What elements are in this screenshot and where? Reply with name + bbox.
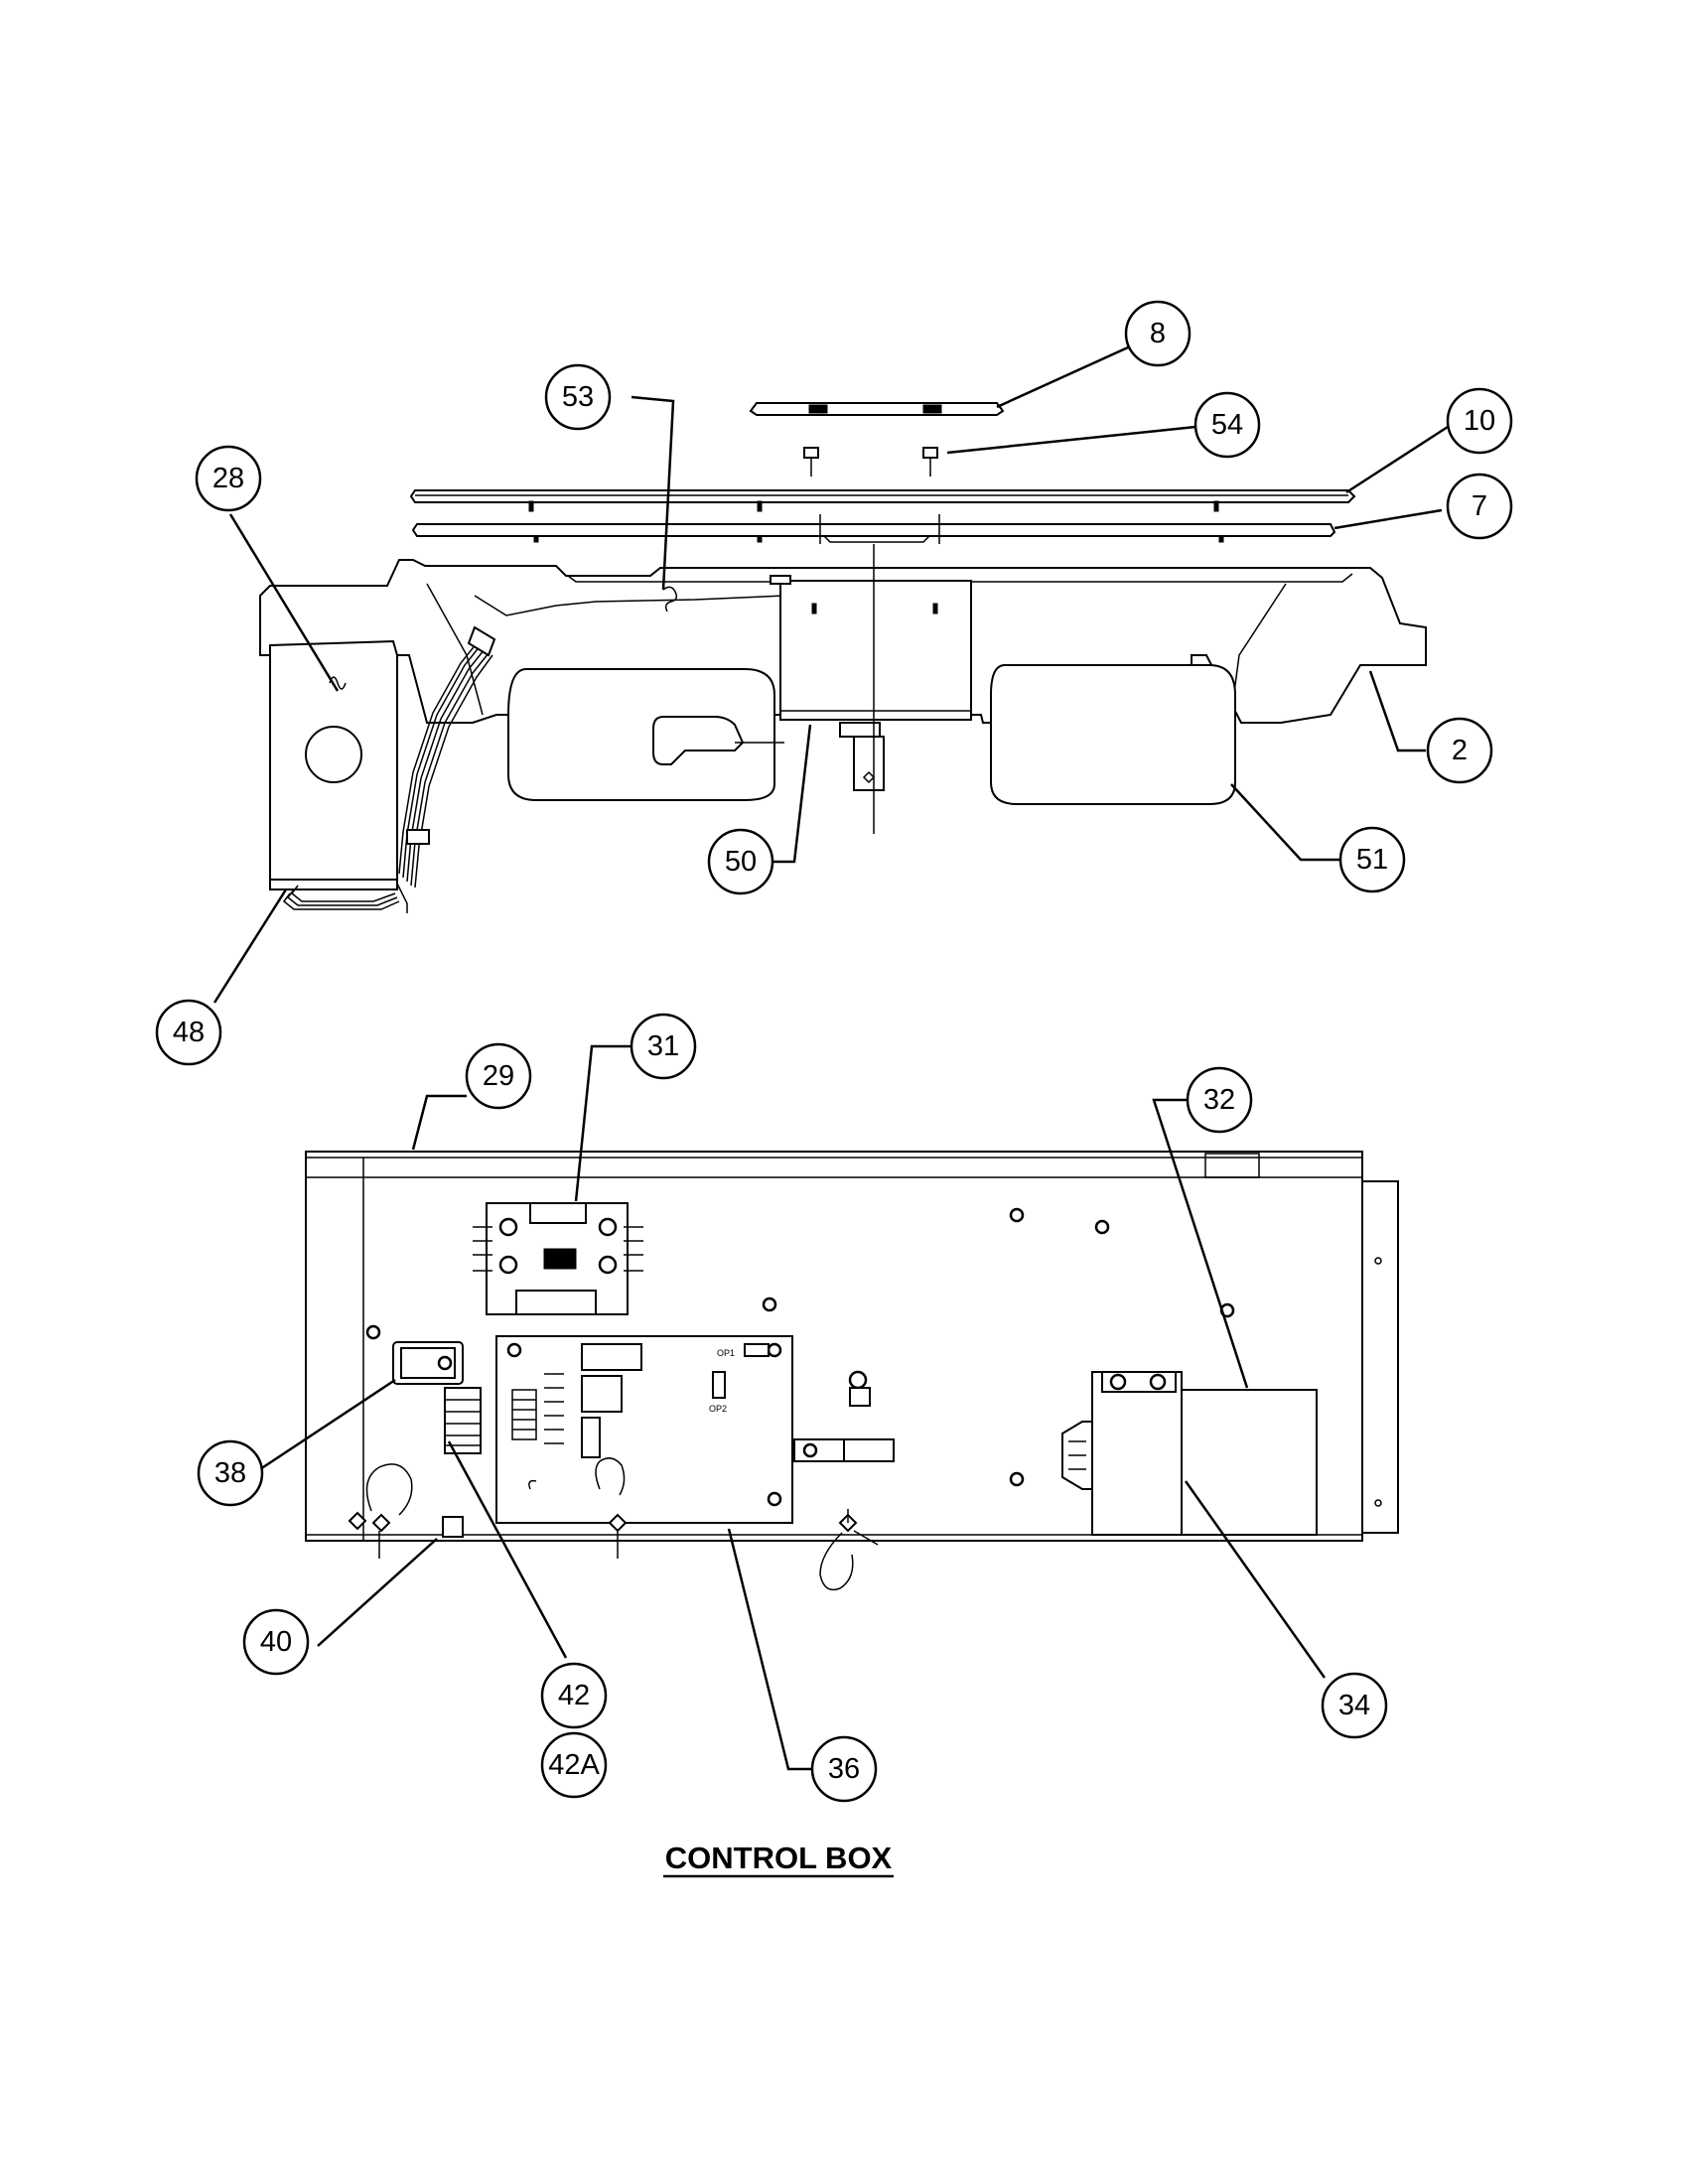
callout-31: 31 xyxy=(630,1013,697,1080)
callout-32-label: 32 xyxy=(1203,1084,1235,1116)
callout-40: 40 xyxy=(242,1608,310,1676)
callout-42a: 42A xyxy=(540,1731,608,1799)
fastener-nuts xyxy=(803,447,938,477)
callout-42: 42 xyxy=(540,1662,608,1729)
wire-harness xyxy=(282,625,496,910)
callout-42a-label: 42A xyxy=(548,1749,600,1781)
tank-right xyxy=(990,664,1236,805)
board-label-op2: OP2 xyxy=(709,1404,727,1414)
mounting-bracket xyxy=(411,514,1336,544)
callout-7: 7 xyxy=(1446,473,1513,540)
callout-38: 38 xyxy=(197,1439,264,1507)
callout-50: 50 xyxy=(707,828,774,895)
callout-54: 54 xyxy=(1193,391,1261,459)
callout-54-label: 54 xyxy=(1211,409,1243,441)
wire-ties xyxy=(348,1463,879,1591)
callout-34: 34 xyxy=(1321,1672,1388,1739)
callout-31-label: 31 xyxy=(647,1030,679,1062)
callout-53-label: 53 xyxy=(562,381,594,413)
tank-left xyxy=(507,668,784,801)
callout-36: 36 xyxy=(810,1735,878,1803)
board-pin-header xyxy=(511,1389,537,1440)
callout-48: 48 xyxy=(155,999,222,1066)
callout-10-label: 10 xyxy=(1464,405,1495,437)
callout-2: 2 xyxy=(1426,717,1493,784)
callout-53: 53 xyxy=(544,363,612,431)
panel-screws xyxy=(365,1207,1235,1487)
callout-36-label: 36 xyxy=(828,1753,860,1785)
callout-42-label: 42 xyxy=(558,1680,590,1711)
callout-38-label: 38 xyxy=(214,1457,246,1489)
cover-rail xyxy=(409,489,1356,512)
callout-48-label: 48 xyxy=(173,1017,205,1048)
callout-10: 10 xyxy=(1446,387,1513,455)
callout-28: 28 xyxy=(195,445,262,512)
switch xyxy=(392,1341,464,1385)
callout-34-label: 34 xyxy=(1338,1690,1370,1721)
board-traces xyxy=(544,1373,564,1444)
callout-32: 32 xyxy=(1186,1066,1253,1134)
diagram-title: CONTROL BOX xyxy=(665,1841,893,1875)
control-board: OP1 OP2 xyxy=(495,1335,793,1524)
callout-51: 51 xyxy=(1338,826,1406,893)
callout-2-label: 2 xyxy=(1452,735,1468,766)
callout-40-label: 40 xyxy=(260,1626,292,1658)
callout-28-label: 28 xyxy=(212,463,244,494)
callout-8: 8 xyxy=(1124,300,1192,367)
blower-housing xyxy=(770,544,972,834)
callout-50-label: 50 xyxy=(725,846,757,878)
control-box-side-view xyxy=(269,625,496,913)
terminal-block xyxy=(444,1387,482,1454)
mounting-clips xyxy=(793,1370,895,1462)
transformer xyxy=(1061,1371,1318,1536)
control-box-front-view: OP1 OP2 xyxy=(305,1151,1399,1591)
top-cover-plate xyxy=(749,402,1005,416)
callout-29: 29 xyxy=(465,1042,532,1110)
contactor xyxy=(473,1202,643,1315)
leader-lines xyxy=(212,345,1449,1771)
upper-assembly xyxy=(259,402,1427,913)
callout-29-label: 29 xyxy=(483,1060,514,1092)
callout-7-label: 7 xyxy=(1472,490,1487,522)
callout-51-label: 51 xyxy=(1356,844,1388,876)
board-label-op1: OP1 xyxy=(717,1348,735,1358)
part-53-marker xyxy=(662,586,678,613)
callout-8-label: 8 xyxy=(1150,318,1166,349)
